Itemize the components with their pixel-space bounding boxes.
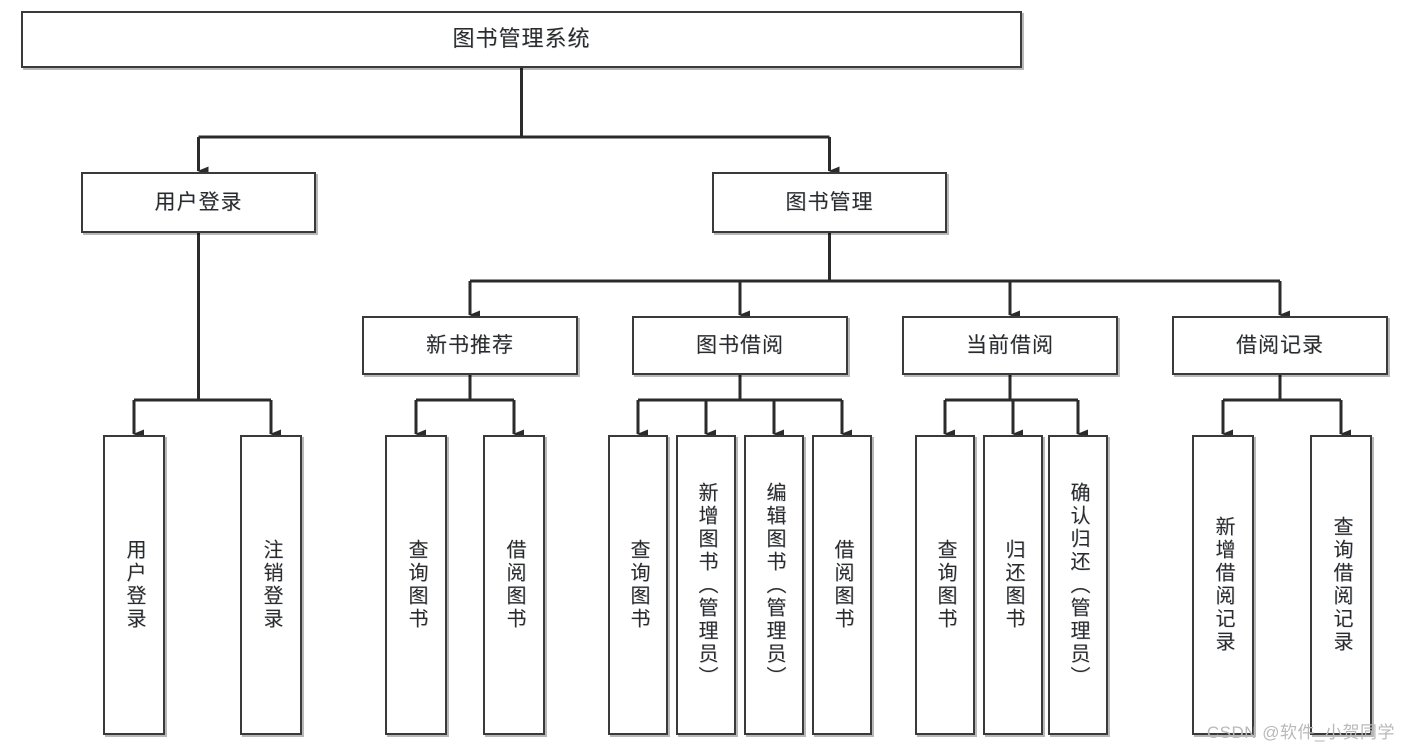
- node-label: 查询图书: [934, 539, 956, 631]
- node-l2-3[interactable]: 借阅记录: [1172, 316, 1388, 375]
- node-label: 用户登录: [123, 539, 145, 631]
- node-l2-0[interactable]: 新书推荐: [362, 316, 578, 375]
- node-label: 编辑图书（管理员）: [763, 481, 785, 689]
- node-leaf-2[interactable]: 查询图书: [385, 435, 447, 735]
- node-label: 图书管理系统: [452, 26, 591, 52]
- node-leaf-12[interactable]: 查询借阅记录: [1310, 435, 1372, 735]
- node-label: 借阅图书: [503, 539, 525, 631]
- node-label: 用户登录: [154, 190, 243, 214]
- node-leaf-6[interactable]: 编辑图书（管理员）: [744, 435, 804, 735]
- node-l2-2[interactable]: 当前借阅: [902, 316, 1118, 375]
- node-label: 确认归还（管理员）: [1067, 481, 1089, 689]
- node-label: 归还图书: [1002, 539, 1024, 631]
- node-root[interactable]: 图书管理系统: [21, 11, 1022, 68]
- node-leaf-8[interactable]: 查询图书: [915, 435, 975, 735]
- node-label: 新增借阅记录: [1212, 516, 1234, 654]
- node-leaf-1[interactable]: 注销登录: [240, 435, 302, 735]
- node-label: 当前借阅: [966, 333, 1054, 357]
- edge-group: [132, 68, 1351, 439]
- node-leaf-7[interactable]: 借阅图书: [812, 435, 872, 735]
- node-label: 图书管理: [785, 190, 874, 214]
- node-leaf-4[interactable]: 查询图书: [608, 435, 668, 735]
- node-l1-1[interactable]: 图书管理: [712, 172, 947, 233]
- node-leaf-9[interactable]: 归还图书: [983, 435, 1043, 735]
- node-leaf-0[interactable]: 用户登录: [103, 435, 165, 735]
- node-label: 注销登录: [260, 539, 282, 631]
- node-label: 新书推荐: [426, 333, 514, 357]
- node-l1-0[interactable]: 用户登录: [81, 172, 316, 233]
- node-leaf-11[interactable]: 新增借阅记录: [1192, 435, 1254, 735]
- node-label: 查询借阅记录: [1330, 516, 1352, 654]
- node-label: 图书借阅: [696, 333, 784, 357]
- node-label: 借阅记录: [1236, 333, 1324, 357]
- node-label: 查询图书: [627, 539, 649, 631]
- node-label: 查询图书: [405, 539, 427, 631]
- node-leaf-5[interactable]: 新增图书（管理员）: [676, 435, 736, 735]
- node-label: 借阅图书: [831, 539, 853, 631]
- node-leaf-3[interactable]: 借阅图书: [483, 435, 545, 735]
- node-leaf-10[interactable]: 确认归还（管理员）: [1048, 435, 1108, 735]
- node-l2-1[interactable]: 图书借阅: [632, 316, 848, 375]
- node-label: 新增图书（管理员）: [695, 481, 717, 689]
